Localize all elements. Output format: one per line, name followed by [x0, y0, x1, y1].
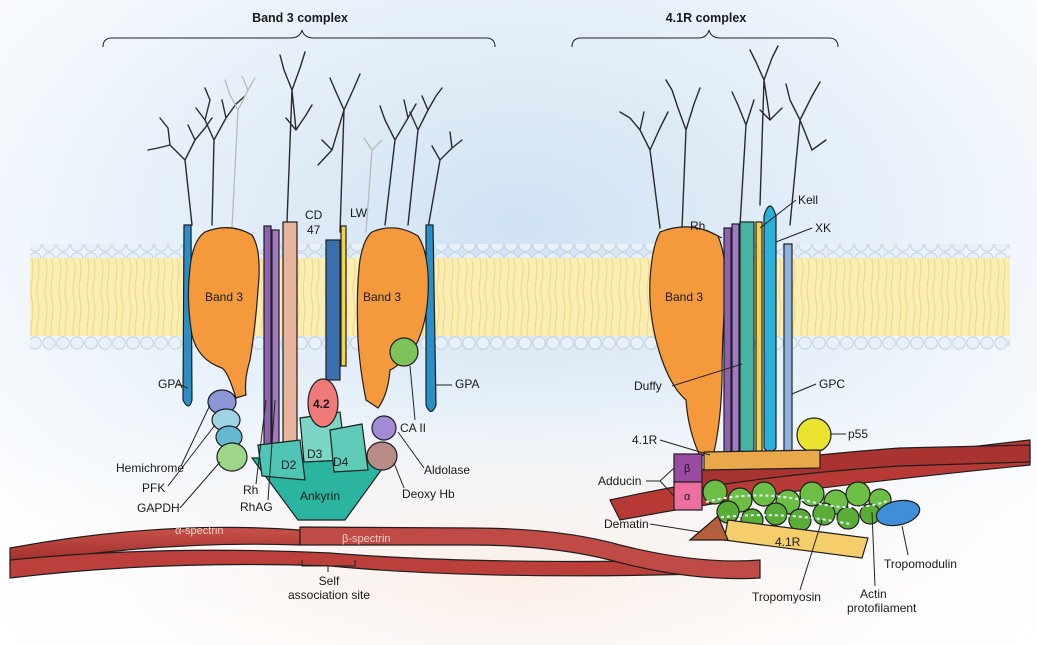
deoxy-hb-blob — [367, 442, 397, 470]
pfk-label: PFK — [142, 481, 165, 495]
aldolase-blob — [372, 416, 396, 440]
lw-label: LW — [350, 206, 368, 220]
aldolase-label: Aldolase — [424, 463, 470, 477]
rh-right-rod — [724, 228, 731, 454]
xk-label: XK — [815, 221, 831, 235]
d4-label: D4 — [333, 455, 349, 469]
lipid-bilayer — [30, 244, 1010, 350]
beta-spectrin-label: β-spectrin — [342, 533, 391, 545]
tropomyosin-label: Tropomyosin — [752, 590, 821, 604]
d2-label: D2 — [281, 458, 297, 472]
r41-complex-title: 4.1R complex — [666, 11, 747, 25]
band3-complex-title: Band 3 complex — [252, 11, 348, 25]
ca-ii-label: CA II — [400, 421, 426, 435]
p55-blob — [797, 418, 831, 452]
lw-rod-blue — [326, 240, 340, 380]
gapdh-label: GAPDH — [137, 501, 180, 515]
self-association-label-2: association site — [288, 588, 370, 602]
adducin-label: Adducin — [598, 474, 641, 488]
lw-rod — [341, 226, 346, 366]
self-association-label-1: Self — [319, 574, 340, 588]
kell-rod — [756, 222, 762, 452]
actin-label-1: Actin — [860, 587, 887, 601]
band3-right-label: Band 3 — [363, 290, 401, 304]
tropomodulin-label: Tropomodulin — [884, 557, 957, 571]
p55-label: p55 — [848, 427, 868, 441]
deoxy-hb-label: Deoxy Hb — [402, 487, 455, 501]
rh-left-label: Rh — [243, 483, 258, 497]
duffy-rod — [740, 222, 754, 454]
alpha-sub-label: α — [684, 491, 691, 503]
xk-rod — [764, 206, 776, 452]
cd47-rod — [283, 222, 297, 458]
rhag-label: RhAG — [240, 500, 273, 514]
r41-label: 4.1R — [632, 433, 658, 447]
cd47-label-1: CD — [305, 208, 323, 222]
alpha-spectrin-label: α-spectrin — [175, 525, 224, 537]
kell-label: Kell — [798, 193, 818, 207]
band3-left-label: Band 3 — [205, 290, 243, 304]
gpc-label: GPC — [819, 377, 845, 391]
cd47-label-2: 47 — [307, 223, 321, 237]
actin-label-2: protofilament — [847, 601, 917, 615]
rh-rod — [264, 226, 271, 458]
gpc-rod — [784, 244, 792, 452]
dematin-label: Dematin — [604, 517, 649, 531]
hemichrome-label: Hemichrome — [116, 461, 184, 475]
gpa-right-label: GPA — [455, 377, 479, 391]
r41-bar-label: 4.1R — [775, 535, 801, 549]
beta-sub-label: β — [684, 463, 690, 475]
ankyrin-label: Ankyrin — [300, 489, 340, 503]
rh-right-rod-2 — [732, 224, 739, 454]
band3-41r-label: Band 3 — [665, 290, 703, 304]
ca-ii-blob — [390, 338, 418, 366]
r41-binding — [704, 450, 820, 470]
duffy-label: Duffy — [634, 379, 662, 393]
d3-label: D3 — [307, 447, 323, 461]
rh-right-label: Rh — [690, 219, 705, 233]
gapdh-blob — [217, 443, 247, 471]
protein-4-2-label: 4.2 — [313, 397, 330, 411]
